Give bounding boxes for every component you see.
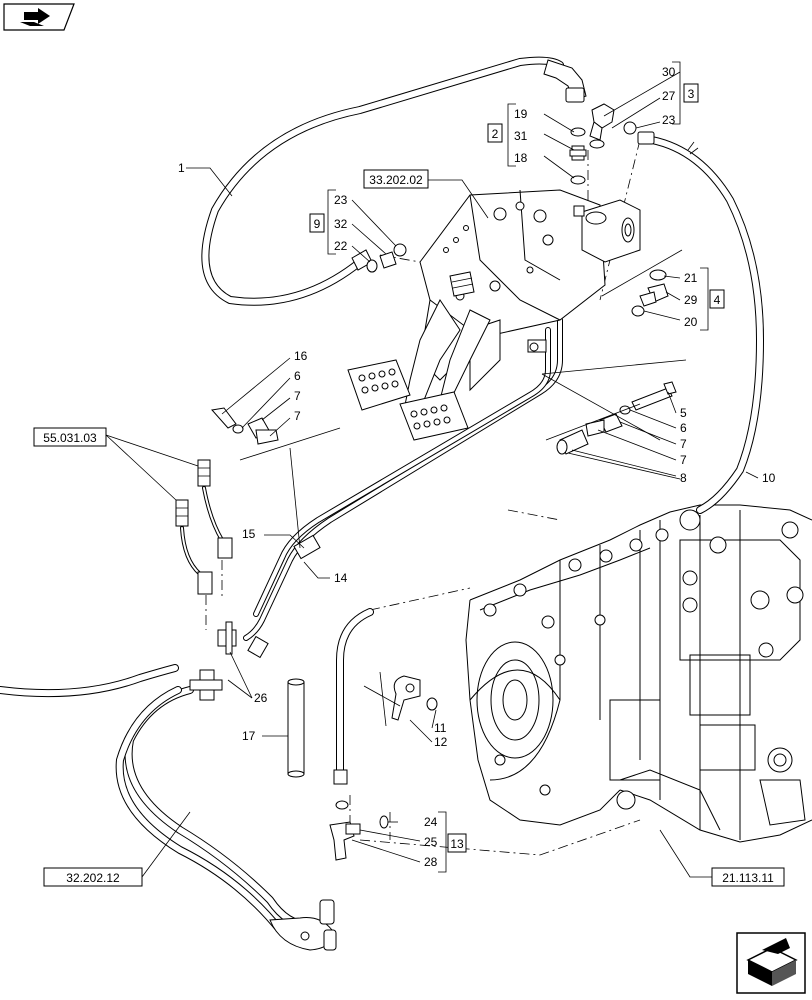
group-9-fittings xyxy=(366,243,407,273)
callout-7[interactable]: 7 xyxy=(294,409,301,423)
callout-27[interactable]: 27 xyxy=(662,89,676,103)
group-box-g13[interactable]: 13 xyxy=(438,811,467,873)
callout-20[interactable]: 20 xyxy=(684,315,698,329)
group-label-g9: 9 xyxy=(314,217,321,231)
callout-30[interactable]: 30 xyxy=(662,65,676,79)
callout-8[interactable]: 8 xyxy=(680,471,687,485)
hose-10 xyxy=(637,131,765,514)
callout-11[interactable]: 11 xyxy=(434,721,447,735)
pedal-assembly xyxy=(347,189,606,441)
callout-17[interactable]: 17 xyxy=(242,729,256,743)
callout-22[interactable]: 22 xyxy=(334,239,348,253)
sensor-pipes xyxy=(175,459,233,595)
group-box-g4[interactable]: 4 xyxy=(700,267,725,331)
group-box-g3[interactable]: 3 xyxy=(672,61,699,125)
callout-10[interactable]: 10 xyxy=(762,471,776,485)
callout-18[interactable]: 18 xyxy=(514,151,528,165)
pedal-pads-holes xyxy=(358,368,451,430)
bracket-right-5-6-7-8 xyxy=(556,381,677,455)
callout-25[interactable]: 25 xyxy=(424,835,438,849)
callout-16[interactable]: 16 xyxy=(294,349,308,363)
reference-label-r4: 21.113.11 xyxy=(722,871,774,885)
callout-5[interactable]: 5 xyxy=(680,406,687,420)
callout-14[interactable]: 14 xyxy=(334,571,348,585)
reference-label-r1: 33.202.02 xyxy=(369,173,423,187)
callout-6[interactable]: 6 xyxy=(294,369,301,383)
lower-left-hoses xyxy=(0,664,337,951)
callout-31[interactable]: 31 xyxy=(514,129,528,143)
callout-7[interactable]: 7 xyxy=(680,453,687,467)
callout-15[interactable]: 15 xyxy=(242,527,256,541)
group-label-g4: 4 xyxy=(714,293,721,307)
callout-12[interactable]: 12 xyxy=(434,735,448,749)
hose-lower-bend xyxy=(333,608,374,785)
callout-19[interactable]: 19 xyxy=(514,107,528,121)
brake-valve xyxy=(573,199,641,263)
callout-28[interactable]: 28 xyxy=(424,855,438,869)
hose-1 xyxy=(201,56,587,306)
callout-24[interactable]: 24 xyxy=(424,815,438,829)
group-label-g3: 3 xyxy=(688,87,695,101)
housing-bolts xyxy=(483,509,804,810)
leader-lines xyxy=(105,71,759,878)
callout-29[interactable]: 29 xyxy=(684,293,698,307)
transmission-housing xyxy=(465,504,812,843)
reference-label-r2: 55.031.03 xyxy=(43,431,97,445)
callout-numbers: 1 30 27 23 19 31 18 23 32 22 21 29 20 16… xyxy=(178,65,776,869)
clamp-11-12 xyxy=(391,675,438,721)
group-13-fittings xyxy=(329,800,389,861)
callout-7[interactable]: 7 xyxy=(680,437,687,451)
callout-21[interactable]: 21 xyxy=(684,271,698,285)
reference-label-r3: 32.202.12 xyxy=(66,871,120,885)
callout-6[interactable]: 6 xyxy=(680,421,687,435)
group-4-fittings xyxy=(631,269,669,317)
group-box-g2[interactable]: 2 xyxy=(487,103,516,167)
reference-box-r2[interactable]: 55.031.03 xyxy=(33,427,107,447)
callout-1[interactable]: 1 xyxy=(178,161,185,175)
top-fittings xyxy=(569,103,637,185)
group-label-g2: 2 xyxy=(492,127,499,141)
tee-fittings-26 xyxy=(189,621,237,701)
back-arrow-icon[interactable] xyxy=(3,3,75,31)
group-label-g13: 13 xyxy=(450,837,464,851)
bracket-left-16-6-7 xyxy=(211,407,279,445)
group-box-g9[interactable]: 9 xyxy=(309,189,336,255)
reference-box-r3[interactable]: 32.202.12 xyxy=(43,867,143,887)
callout-7[interactable]: 7 xyxy=(294,389,301,403)
reference-box-r1[interactable]: 33.202.02 xyxy=(363,169,429,189)
reference-box-r4[interactable]: 21.113.11 xyxy=(711,867,785,887)
callout-26[interactable]: 26 xyxy=(254,691,268,705)
callout-32[interactable]: 32 xyxy=(334,217,348,231)
sleeve-17 xyxy=(287,678,305,778)
callout-23[interactable]: 23 xyxy=(662,113,676,127)
callout-23[interactable]: 23 xyxy=(334,193,348,207)
forward-arrow-icon[interactable] xyxy=(736,932,806,994)
